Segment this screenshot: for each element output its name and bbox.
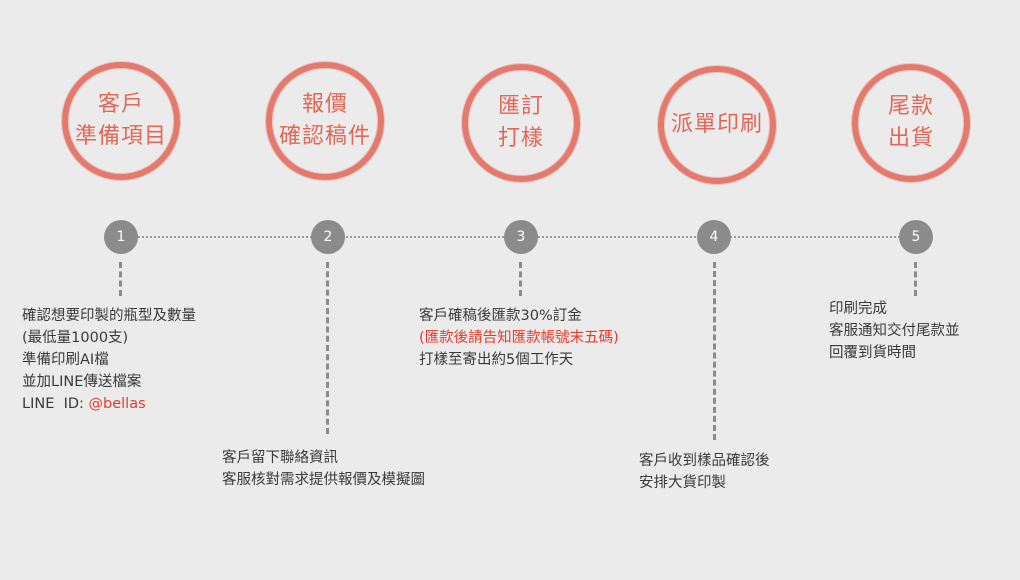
step-4-number-dot: 4 — [697, 220, 731, 254]
step-3-title-line-2: 打樣 — [497, 126, 544, 151]
step-1-desc-line-3: 準備印刷AI檔 — [22, 352, 109, 368]
step-5-circle: 尾款 出貨 — [852, 64, 970, 182]
step-3-number-dot: 3 — [504, 220, 538, 254]
step-1-number-dot: 1 — [104, 220, 138, 254]
step-5-desc-line-1: 印刷完成 — [829, 301, 887, 317]
step-2-circle: 報價 確認稿件 — [266, 62, 384, 180]
step-3-circle: 匯訂 打樣 — [462, 64, 580, 182]
line-id-value: @bellas — [88, 396, 146, 412]
step-3-description: 客戶確稿後匯款30%訂金 (匯款後請告知匯款帳號末五碼) 打樣至寄出約5個工作天 — [419, 305, 619, 371]
step-5-title-line-1: 尾款 — [887, 94, 934, 119]
step-2-title-line-1: 報價 — [301, 92, 348, 117]
step-1-desc-line-1: 確認想要印製的瓶型及數量 — [22, 308, 196, 324]
step-5-desc-line-2: 客服通知交付尾款並 — [829, 323, 960, 339]
step-3-vertical-connector — [519, 262, 522, 296]
step-4-desc-line-1: 客戶收到樣品確認後 — [639, 453, 770, 469]
step-2-description: 客戶留下聯絡資訊 客服核對需求提供報價及模擬圖 — [222, 447, 425, 491]
step-3-desc-line-1: 客戶確稿後匯款30%訂金 — [419, 308, 582, 324]
step-1-title-line-1: 客戶 — [97, 92, 144, 117]
step-1-desc-line-4: 並加LINE傳送檔案 — [22, 374, 142, 390]
step-5-desc-line-3: 回覆到貨時間 — [829, 345, 916, 361]
step-2-desc-line-1: 客戶留下聯絡資訊 — [222, 450, 338, 466]
step-2-desc-line-2: 客服核對需求提供報價及模擬圖 — [222, 472, 425, 488]
step-2-title-line-2: 確認稿件 — [278, 124, 371, 149]
step-1-title-line-2: 準備項目 — [74, 124, 167, 149]
step-4-description: 客戶收到樣品確認後 安排大貨印製 — [639, 450, 770, 494]
step-4-vertical-connector — [713, 262, 716, 440]
step-1-desc-line-2: (最低量1000支) — [22, 330, 129, 346]
step-3-desc-line-3: 打樣至寄出約5個工作天 — [419, 352, 574, 368]
step-4-title-line-1: 派單印刷 — [670, 112, 763, 137]
step-1-description: 確認想要印製的瓶型及數量 (最低量1000支) 準備印刷AI檔 並加LINE傳送… — [22, 305, 196, 415]
step-4-desc-line-2: 安排大貨印製 — [639, 475, 726, 491]
step-2-vertical-connector — [326, 262, 329, 434]
step-3-desc-line-2: (匯款後請告知匯款帳號末五碼) — [419, 330, 619, 346]
step-1-line-id-row: LINE ID: @bellas — [22, 393, 196, 415]
step-4-circle: 派單印刷 — [658, 66, 776, 184]
step-5-number-dot: 5 — [899, 220, 933, 254]
step-1-vertical-connector — [119, 262, 122, 296]
step-3-title-line-1: 匯訂 — [497, 94, 544, 119]
step-5-vertical-connector — [914, 262, 917, 296]
line-id-label: LINE ID: — [22, 396, 89, 412]
step-5-title-line-2: 出貨 — [887, 126, 934, 151]
step-2-number-dot: 2 — [311, 220, 345, 254]
step-5-description: 印刷完成 客服通知交付尾款並 回覆到貨時間 — [829, 298, 960, 364]
step-1-circle: 客戶 準備項目 — [62, 62, 180, 180]
